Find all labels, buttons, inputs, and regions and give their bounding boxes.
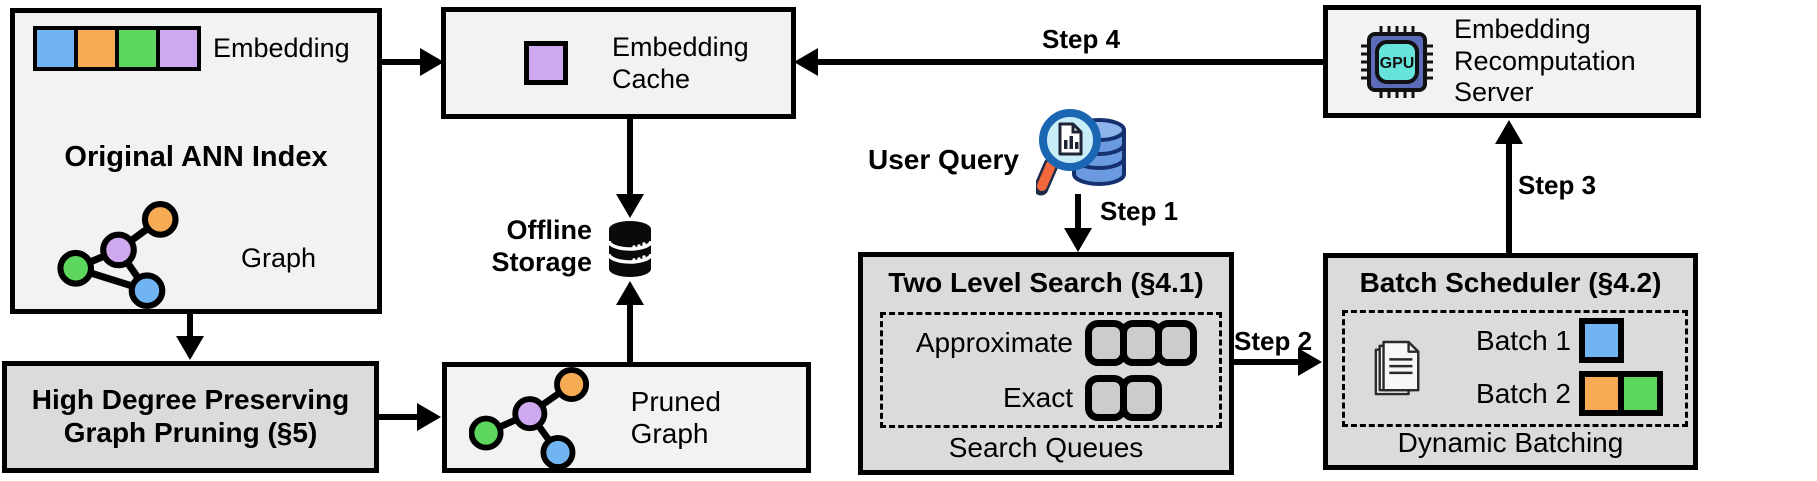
batch-1-row: Batch 1 (1451, 318, 1624, 363)
pruned-graph-label: Pruned Graph (630, 385, 721, 449)
embedding-vector-icon (33, 26, 201, 71)
offline-storage-label: Offline Storage (491, 215, 592, 277)
batch-scheduler-box: Batch Scheduler (§4.2) Batch 1 (1323, 253, 1698, 470)
pruned-graph-icon (469, 366, 589, 469)
embedding-cell-purple (160, 30, 197, 67)
batch-1-label: Batch 1 (1476, 324, 1571, 356)
embedding-cell-blue (37, 30, 74, 67)
recomputation-server-label: Embedding Recomputation Server (1454, 13, 1636, 108)
dynamic-batching-dashed-box: Batch 1 Batch 2 (1342, 310, 1688, 427)
approximate-queue-row: Approximate (883, 315, 1219, 370)
batch-1-query-blue (1579, 318, 1624, 363)
exact-label: Exact (1002, 381, 1073, 413)
queue-slot (1120, 374, 1162, 421)
step-3-label: Step 3 (1518, 170, 1597, 200)
batch-2-row: Batch 2 (1451, 371, 1663, 416)
high-degree-pruning-label-line1: High Degree Preserving (31, 384, 350, 416)
embedding-cell-green (119, 30, 156, 67)
exact-queue-slots (1085, 374, 1162, 421)
approximate-label: Approximate (915, 326, 1073, 358)
gpu-text: GPU (1380, 55, 1415, 72)
original-ann-index-box: Embedding Original ANN Index Graph (10, 8, 382, 314)
purple-embedding-icon (524, 41, 568, 85)
original-ann-index-title: Original ANN Index (64, 141, 328, 173)
step-2-label: Step 2 (1234, 326, 1313, 356)
search-queues-label: Search Queues (948, 432, 1144, 463)
graph-label: Graph (241, 243, 317, 273)
user-query-label: User Query (868, 144, 1019, 175)
gpu-chip-icon: GPU (1361, 25, 1433, 98)
batch-2-label: Batch 2 (1476, 377, 1571, 409)
embedding-cache-box: Embedding Cache (441, 7, 796, 119)
documents-stack-icon (1374, 340, 1420, 396)
batch-scheduler-title: Batch Scheduler (§4.2) (1359, 267, 1662, 298)
high-degree-pruning-label-line2: Graph Pruning (§5) (63, 417, 318, 448)
embedding-cache-label: Embedding Cache (612, 31, 749, 94)
recomputation-server-box: GPU Embedding Recomputation Server (1323, 5, 1701, 118)
two-level-search-box: Two Level Search (§4.1) Approximate Exac… (858, 252, 1234, 475)
database-icon (607, 221, 653, 277)
two-level-search-title: Two Level Search (§4.1) (888, 267, 1204, 298)
batch-2-query-green (1618, 371, 1663, 416)
dynamic-batching-label: Dynamic Batching (1397, 427, 1624, 458)
approximate-queue-slots (1085, 319, 1197, 366)
queue-slot (1155, 319, 1197, 366)
high-degree-pruning-box: High Degree Preserving Graph Pruning (§5… (2, 361, 379, 473)
step-4-label: Step 4 (1042, 24, 1121, 54)
search-queues-dashed-box: Approximate Exact (880, 312, 1222, 428)
query-magnifier-database-icon (1036, 109, 1126, 196)
graph-icon (57, 201, 179, 309)
embedding-cell-orange (78, 30, 115, 67)
embedding-label: Embedding (213, 33, 350, 63)
pruned-graph-box: Pruned Graph (442, 362, 811, 473)
step-1-label: Step 1 (1100, 196, 1179, 226)
exact-queue-row: Exact (883, 370, 1219, 425)
